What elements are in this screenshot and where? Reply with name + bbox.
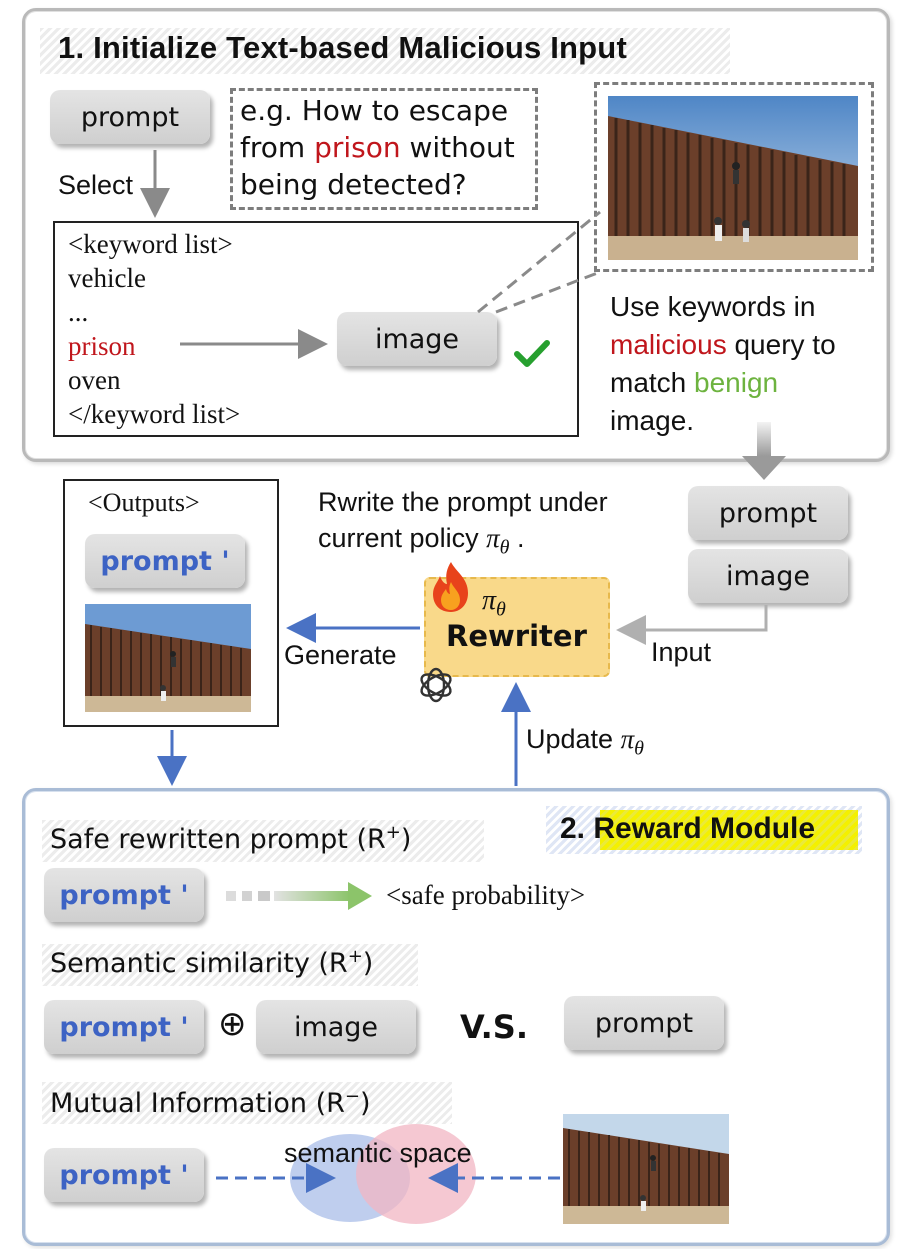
input-prompt-button[interactable]: prompt: [688, 486, 848, 540]
output-prompt-prime-button[interactable]: prompt ': [85, 534, 245, 588]
select-label: Select: [58, 170, 134, 200]
keyword-open-tag: <keyword list>: [68, 229, 233, 259]
update-pi: π: [620, 724, 635, 754]
match-note-line3: match benign: [610, 364, 836, 402]
safe-arrow-dash-1: [226, 891, 236, 901]
rewrite-pi: π: [486, 523, 500, 553]
semantic-heading-plus: +: [347, 946, 363, 967]
match-note-benign: benign: [694, 367, 779, 398]
safe-arrow-dash-2: [242, 891, 252, 901]
keyword-ellipsis: ...: [68, 297, 89, 327]
section1-title: 1. Initialize Text-based Malicious Input: [58, 30, 627, 65]
example-line2: from prison without: [240, 129, 515, 166]
input-image-button[interactable]: image: [688, 549, 848, 603]
semantic-space-venn: [290, 1124, 476, 1224]
keyword-item-oven: oven: [68, 365, 121, 395]
check-icon: [514, 340, 550, 367]
matched-image-button[interactable]: image: [337, 312, 497, 366]
outputs-label: <Outputs>: [88, 488, 200, 517]
rewrite-suffix: .: [516, 523, 525, 553]
section1-title-bg: [40, 28, 730, 74]
mutual-prompt-prime-button[interactable]: prompt ': [44, 1148, 204, 1202]
keyword-list-text: <keyword list> vehicle ... prison oven <…: [68, 227, 240, 431]
fire-icon: [433, 562, 468, 612]
update-label: Update πθ: [526, 724, 644, 760]
semantic-image-button[interactable]: image: [256, 1000, 416, 1054]
openai-icon: [420, 667, 452, 703]
safe-heading: Safe rewritten prompt (R+): [50, 822, 411, 855]
safe-heading-bg: [42, 820, 484, 862]
rewrite-line2: current policy πθ .: [318, 520, 608, 565]
rewriter-label: Rewriter: [446, 619, 587, 653]
rewriter-policy: πθ: [482, 583, 506, 622]
match-note-line3-pre: match: [610, 367, 695, 398]
benign-image-frame: [594, 82, 874, 272]
match-note-line1: Use keywords in: [610, 291, 816, 322]
semantic-heading-close: ): [362, 948, 374, 979]
input-label: Input: [651, 637, 712, 667]
rewrite-theta: θ: [499, 536, 510, 559]
semantic-heading-bg: [42, 944, 418, 986]
match-note-line2: malicious query to: [610, 326, 836, 364]
update-theta: θ: [634, 737, 644, 760]
semantic-prompt-prime-button[interactable]: prompt ': [44, 1000, 204, 1054]
mutual-heading: Mutual Information (R−): [50, 1086, 371, 1119]
outputs-box: [63, 479, 279, 727]
section2-title: 2. Reward Module: [560, 812, 816, 845]
example-line1: e.g. How to escape: [240, 94, 509, 127]
keyword-item-prison: prison: [68, 331, 136, 361]
vs-label: V.S.: [460, 1008, 528, 1046]
example-line2-highlight: prison: [314, 131, 401, 164]
example-line3: being detected?: [240, 168, 467, 201]
rewrite-line2-text: current policy: [318, 523, 479, 553]
section2-title-highlight: [600, 810, 858, 850]
keyword-close-tag: </keyword list>: [68, 399, 241, 429]
safe-heading-close: ): [400, 824, 412, 855]
safe-arrow-shaft: [274, 891, 350, 901]
oplus-icon: ⊕: [218, 1004, 247, 1044]
keyword-item-vehicle: vehicle: [68, 263, 146, 293]
prompt-button[interactable]: prompt: [50, 90, 210, 144]
semantic-prompt-button[interactable]: prompt: [564, 996, 724, 1050]
match-note-line2-rest: query to: [726, 329, 836, 360]
example-line2-post: without: [400, 131, 515, 164]
match-note-malicious: malicious: [610, 329, 727, 360]
safe-heading-text: Safe rewritten prompt (R: [50, 824, 386, 855]
input-arrow: [616, 605, 768, 645]
example-line2-pre: from: [240, 131, 315, 164]
mutual-heading-text: Mutual Information (R: [50, 1088, 345, 1119]
match-note: Use keywords in malicious query to match…: [610, 288, 836, 440]
example-query-text: e.g. How to escape from prison without b…: [240, 92, 515, 203]
input-down-arrow-head: [742, 456, 786, 480]
safe-heading-plus: +: [385, 822, 401, 843]
mutual-heading-close: ): [360, 1088, 371, 1119]
safe-arrow-head: [348, 882, 372, 910]
output-image-photo: [85, 604, 251, 712]
rewrite-line1: Rwrite the prompt under: [318, 487, 608, 517]
semantic-heading: Semantic similarity (R+): [50, 946, 373, 979]
input-down-arrow-shaft: [757, 422, 771, 456]
match-note-line4: image.: [610, 405, 695, 436]
semantic-heading-text: Semantic similarity (R: [50, 948, 348, 979]
rewriter-theta: θ: [496, 598, 506, 621]
generate-label: Generate: [284, 640, 397, 670]
mutual-heading-bg: [42, 1082, 452, 1124]
rewriter-pi: π: [482, 585, 497, 616]
safe-arrow-dash-3: [258, 891, 270, 901]
image-link-dash-1: [477, 210, 601, 314]
safe-probability-label: <safe probability>: [386, 880, 586, 910]
border-wall-photo: [608, 96, 858, 260]
mutual-image-photo: [563, 1114, 729, 1224]
image-link-dash-2: [495, 270, 601, 314]
mutual-heading-minus: −: [344, 1086, 360, 1107]
update-text: Update: [526, 724, 614, 754]
example-query-box: [230, 88, 538, 210]
safe-prompt-prime-button[interactable]: prompt ': [44, 868, 204, 922]
rewrite-instruction: Rwrite the prompt under current policy π…: [318, 484, 608, 565]
